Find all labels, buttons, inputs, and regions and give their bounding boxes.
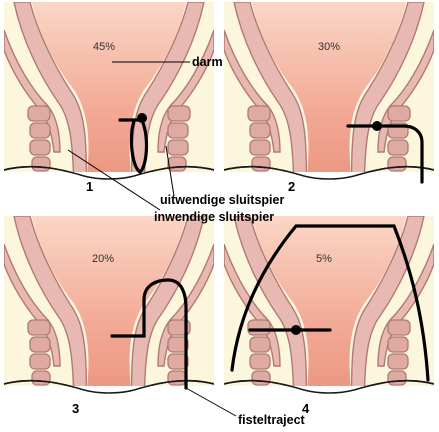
- label-inwendige-sluitspier: inwendige sluitspier: [154, 210, 274, 224]
- panel-3-percent: 20%: [92, 253, 114, 265]
- panel-1-percent: 45%: [93, 41, 115, 53]
- panel-4: 5% 4: [224, 216, 434, 421]
- panel-2-number: 2: [288, 179, 295, 194]
- panel-3-number: 3: [72, 401, 79, 416]
- label-fisteltraject: fisteltraject: [238, 413, 306, 427]
- panel-3: 20% 3: [4, 216, 214, 421]
- panel-4-percent: 5%: [316, 253, 332, 265]
- panel-1-number: 1: [86, 179, 93, 194]
- label-darm: darm: [192, 55, 223, 69]
- panel-2: 30% 2: [224, 2, 434, 207]
- panel-1-internal-opening: [137, 113, 147, 123]
- panel-4-internal-opening: [291, 325, 301, 335]
- label-uitwendige-sluitspier: uitwendige sluitspier: [160, 193, 284, 207]
- panel-2-internal-opening: [372, 121, 382, 131]
- panel-2-percent: 30%: [318, 41, 340, 53]
